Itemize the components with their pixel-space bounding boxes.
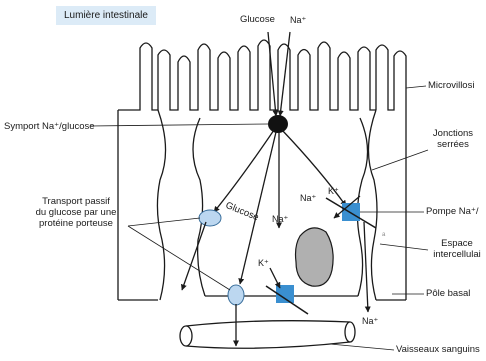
blood-vessels-label: Vaisseaux sanguins	[396, 344, 480, 355]
basal-pole-label: Pôle basal	[426, 288, 470, 299]
leader-vessels	[330, 344, 394, 350]
leader-junctions	[372, 150, 428, 170]
intercellular-space-label: Espace intercellulai	[428, 238, 486, 260]
right-cell-outline	[376, 45, 406, 300]
na-to-basal	[364, 222, 368, 312]
leader-microvilli	[406, 86, 426, 88]
small-mark: a	[382, 230, 385, 241]
k-entry-lower	[270, 268, 280, 288]
blood-vessel	[186, 321, 350, 349]
symport-label: Symport Na⁺/glucose	[4, 121, 95, 132]
blood-vessel-end-left	[180, 326, 192, 346]
intercellular-space-line1: Espace	[428, 238, 486, 249]
passive-transport-label: Transport passif du glucose par une prot…	[28, 196, 124, 229]
glucose-top-label: Glucose	[240, 14, 275, 25]
na-mid-label: Na⁺	[272, 214, 288, 225]
central-cell-outline	[158, 40, 376, 110]
pump-upper-na-out	[326, 198, 376, 228]
tight-junctions-line2: serrées	[428, 139, 478, 150]
tight-junctions-line1: Jonctions	[428, 128, 478, 139]
passive-transport-line3: protéine porteuse	[28, 218, 124, 229]
lumen-label: Lumière intestinale	[56, 6, 156, 25]
glucose-entry-arrow	[268, 32, 276, 116]
leader-transport-1	[128, 218, 200, 226]
right-cell-left-membrane	[368, 110, 377, 300]
leader-transport-2	[128, 226, 230, 290]
tight-junctions-label: Jonctions serrées	[428, 128, 478, 150]
na-k-pump-upper	[342, 203, 360, 221]
nucleus	[296, 228, 334, 286]
k-pump-label: K⁺	[328, 186, 339, 197]
na-pump-label: Na⁺	[300, 193, 316, 204]
na-top-label: Na⁺	[290, 15, 306, 26]
leader-space	[380, 244, 428, 250]
left-cell-right-membrane	[157, 110, 165, 300]
left-lateral-membrane	[193, 118, 205, 296]
na-bottom-label: Na⁺	[362, 316, 378, 327]
leader-symport	[90, 124, 268, 126]
passive-carrier-upper	[199, 210, 221, 226]
left-cell-outline	[118, 43, 158, 300]
microvilli-label: Microvillosi	[428, 80, 474, 91]
k-lower-label: K⁺	[258, 258, 269, 269]
intercellular-space-line2: intercellulai	[428, 249, 486, 260]
glucose-path-left	[214, 130, 274, 212]
passive-transport-line2: du glucose par une	[28, 207, 124, 218]
passive-transport-line1: Transport passif	[28, 196, 124, 207]
blood-vessel-end-right	[345, 322, 355, 342]
glucose-exit-left	[182, 222, 206, 290]
na-k-pump-label: Pompe Na⁺/	[426, 206, 479, 217]
passive-carrier-lower	[228, 285, 244, 305]
symport-na-glucose	[268, 115, 288, 133]
